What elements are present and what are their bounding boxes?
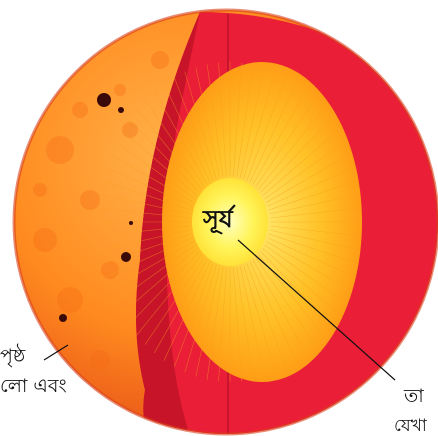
sunspot-icon	[59, 314, 67, 322]
right-label-line1: তা	[404, 385, 424, 407]
surface-label-line1: পৃষ্ঠ	[0, 345, 26, 367]
sunspot-icon	[97, 93, 111, 107]
sunspots	[59, 93, 133, 322]
radiation-lines	[98, 62, 362, 382]
sunspot-icon	[118, 107, 124, 113]
right-label-line2: যেখা	[394, 416, 427, 436]
sun-core	[192, 178, 268, 266]
outer-shell-shade	[136, 12, 200, 434]
core-leader-line	[237, 239, 396, 381]
core-label: সূর্য	[203, 205, 233, 233]
surface-leader-line	[43, 344, 69, 361]
sunspot-icon	[121, 252, 131, 262]
surface-label-line2: লো এবং	[0, 375, 67, 397]
sunspot-icon	[129, 221, 133, 225]
